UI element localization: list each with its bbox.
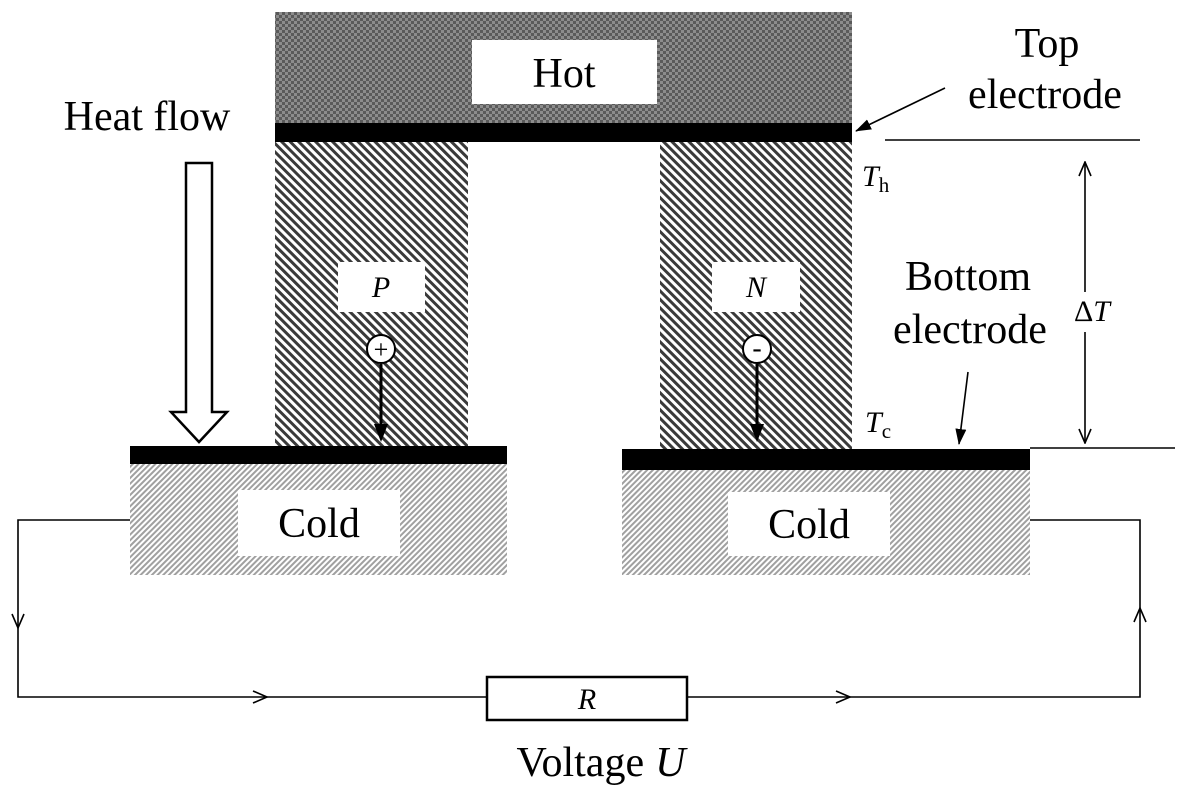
cold-temperature-symbol: T	[865, 406, 884, 439]
n-label-box	[712, 262, 800, 312]
top-electrode-pointer-arrow	[855, 87, 946, 132]
delta-t-symbol: T	[1093, 295, 1112, 328]
circuit-wire-left	[17, 519, 487, 698]
voltage-label-text: Voltage	[517, 740, 645, 786]
top-electrode-label-line2: electrode	[968, 72, 1122, 118]
current-arrow-up-icon	[1133, 605, 1147, 623]
p-label-box	[338, 262, 425, 312]
current-arrow-right-icon	[252, 690, 270, 704]
heat-flow-label: Heat flow	[64, 94, 231, 140]
cold-temperature-subscript: c	[882, 419, 891, 443]
bottom-electrode-pointer-arrow	[955, 371, 969, 445]
electron-carrier-sign: -	[752, 333, 761, 364]
load-resistor	[485, 675, 689, 722]
n-label: N	[745, 271, 768, 304]
left-bottom-electrode	[130, 446, 507, 464]
hot-reservoir: Hot	[275, 12, 852, 124]
n-type-leg: N -	[660, 142, 852, 449]
load-resistor-label: R	[577, 683, 596, 716]
right-cold-label-box	[728, 492, 890, 556]
top-electrode-label-line1: Top	[1015, 21, 1080, 67]
delta-t-prefix: Δ	[1074, 295, 1093, 328]
hot-label-box	[472, 40, 657, 104]
minus-circle-icon	[742, 334, 772, 364]
hollow-down-arrow-icon	[168, 161, 230, 444]
hot-temperature-subscript: h	[879, 173, 890, 197]
voltage-symbol: U	[655, 740, 688, 786]
bottom-electrode-label-line2: electrode	[893, 307, 1047, 353]
hot-temperature-symbol: T	[862, 160, 881, 193]
left-cold-label: Cold	[278, 501, 360, 547]
current-arrow-down-icon	[11, 613, 25, 631]
current-arrow-right-icon	[835, 690, 853, 704]
right-cold-label: Cold	[768, 502, 850, 548]
plus-circle-icon	[366, 334, 396, 364]
cold-side-temperature: Tc	[865, 406, 891, 443]
hot-label: Hot	[533, 51, 596, 97]
delta-t-label: ΔT	[1074, 295, 1112, 328]
bottom-electrode-label-line1: Bottom	[905, 254, 1031, 300]
p-label: P	[371, 271, 390, 304]
hole-carrier-sign: +	[374, 335, 389, 364]
p-type-leg: P +	[275, 142, 468, 446]
right-bottom-electrode	[622, 449, 1030, 470]
right-cold-reservoir: Cold	[622, 449, 1030, 575]
hot-side-temperature: Th	[862, 160, 890, 197]
left-cold-reservoir: Cold	[130, 446, 507, 575]
top-electrode	[275, 123, 852, 142]
external-circuit: R	[11, 519, 1147, 722]
left-cold-label-box	[238, 490, 400, 556]
